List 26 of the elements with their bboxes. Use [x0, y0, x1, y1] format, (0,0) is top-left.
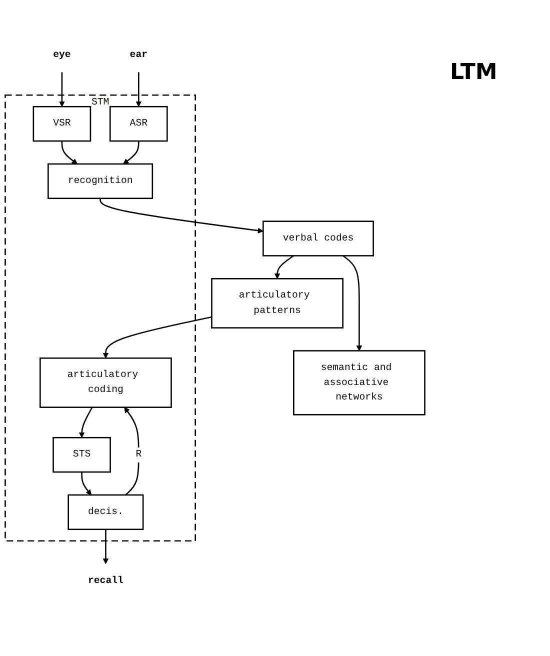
node-box: verbal codes: [262, 220, 374, 256]
node-box: semantic and associative networks: [293, 350, 426, 416]
node-box: articulatory coding: [40, 358, 172, 408]
node-text: recall: [88, 574, 124, 586]
node-text: ear: [130, 48, 148, 60]
node-box: articulatory patterns: [211, 278, 344, 328]
arrow: [81, 472, 92, 496]
edge-label: R: [136, 448, 142, 460]
arrow: [102, 529, 109, 564]
node-text: eye: [53, 48, 71, 60]
arrow: [136, 72, 142, 107]
arrow: [59, 72, 65, 107]
arrow: [123, 141, 140, 164]
node-box: decis.: [68, 494, 144, 530]
arrow: [61, 141, 78, 164]
node-box: ASR: [109, 106, 168, 142]
arrow: [124, 407, 140, 496]
arrow: [78, 407, 93, 438]
region-label: LTM: [450, 60, 498, 85]
arrow: [102, 316, 212, 358]
node-box: STS: [52, 436, 111, 473]
node-box: VSR: [32, 106, 92, 142]
arrow: [342, 255, 362, 352]
node-box: recognition: [48, 163, 154, 200]
arrow: [100, 198, 264, 234]
arrow: [274, 255, 294, 279]
